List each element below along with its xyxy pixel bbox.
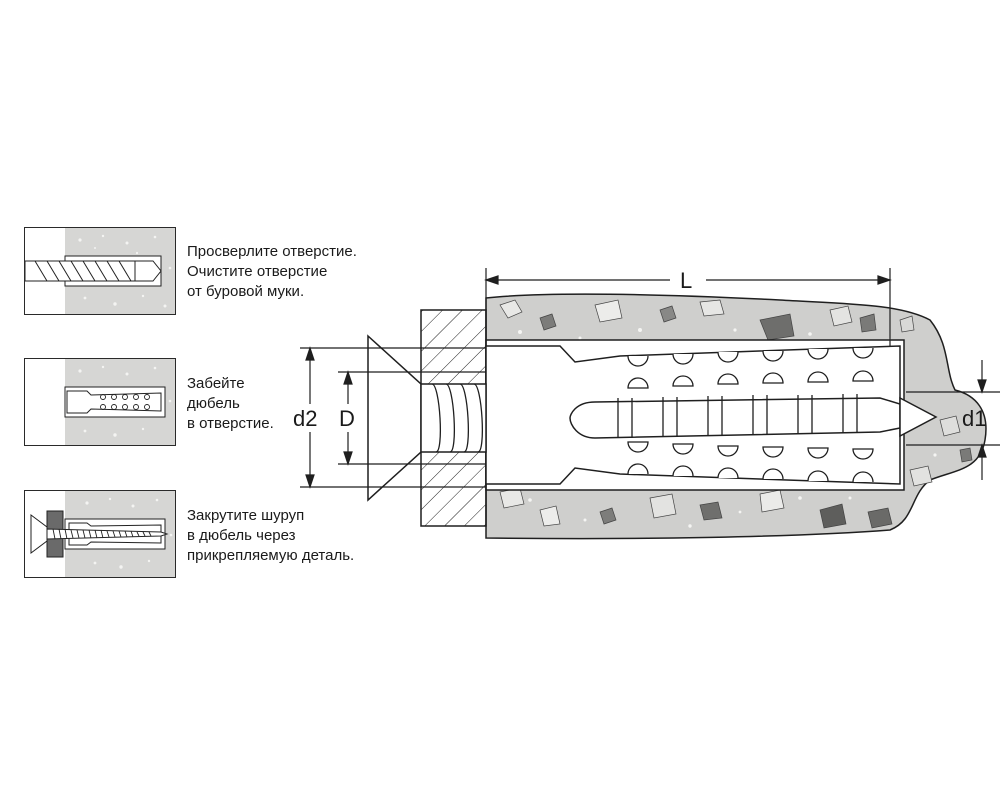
drill-bit-icon [25, 260, 162, 282]
dowel-insert-illustration [64, 359, 175, 445]
dowel-teeth [627, 347, 874, 483]
dimension-L [484, 268, 892, 346]
drill-hole-illustration [25, 228, 175, 314]
screw-shank [569, 397, 901, 439]
step-3-text: Закрутите шуруп в дюбель через прикрепля… [187, 507, 355, 564]
step-1-illustration [24, 227, 176, 315]
screw-neck-thread [431, 383, 484, 453]
dimension-d2 [300, 346, 486, 489]
dimension-L-label: L [680, 268, 692, 293]
concrete-aggregate [499, 299, 973, 529]
screw-thread [617, 394, 858, 438]
dimension-d1-label: d1 [962, 406, 986, 431]
step-2-text: Забейте дюбель в отверстие. [187, 375, 274, 432]
concrete-specks [518, 328, 937, 528]
screw-head [367, 334, 422, 502]
screw-fix-illustration [30, 491, 175, 577]
step-3-illustration [24, 490, 176, 578]
dimension-d2-label: d2 [293, 406, 317, 431]
dimension-d1 [906, 360, 1000, 480]
step-1-text: Просверлите отверстие. Очистите отверсти… [187, 243, 357, 300]
screw-icon [30, 514, 169, 554]
screw-tip [899, 396, 938, 438]
dimension-D-label: D [339, 406, 355, 431]
dowel-icon [66, 390, 162, 414]
dimension-D [338, 370, 486, 466]
step-2-illustration [24, 358, 176, 446]
